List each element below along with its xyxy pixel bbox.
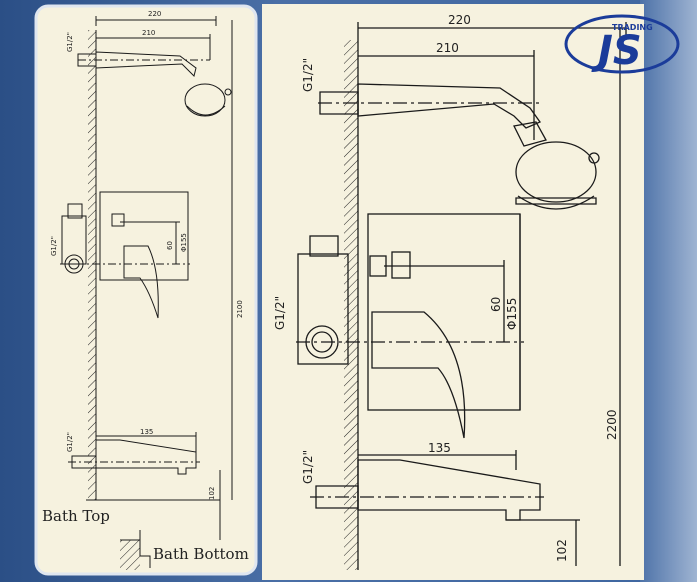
bath-top-label: Bath Top bbox=[42, 507, 110, 525]
small-g-mid: G1/2" bbox=[50, 236, 58, 256]
large-g-mid: G1/2" bbox=[273, 296, 287, 330]
small-drawing bbox=[60, 16, 233, 568]
small-dim-155: Φ155 bbox=[180, 233, 188, 252]
large-panel bbox=[262, 4, 644, 580]
small-bath-bottom-hatch bbox=[120, 540, 140, 570]
small-panel bbox=[34, 4, 258, 576]
small-dim-220: 220 bbox=[148, 10, 161, 18]
large-dim-2200: 2200 bbox=[605, 409, 619, 440]
small-dimensions: 220 210 G1/2" G1/2" 60 Φ155 2100 G1/2" 1… bbox=[50, 10, 244, 500]
background-strip bbox=[640, 0, 697, 582]
small-dim-135: 135 bbox=[140, 428, 153, 436]
small-g-bot: G1/2" bbox=[66, 432, 74, 452]
small-dim-210: 210 bbox=[142, 29, 155, 37]
large-dim-102: 102 bbox=[555, 539, 569, 562]
large-g-top: G1/2" bbox=[301, 58, 315, 92]
bath-bottom-label: Bath Bottom bbox=[153, 545, 249, 563]
logo-subtext: TRADING bbox=[612, 23, 653, 32]
large-g-bot: G1/2" bbox=[301, 450, 315, 484]
small-g-top: G1/2" bbox=[66, 32, 74, 52]
large-dim-155: Φ155 bbox=[505, 298, 519, 330]
large-drawing bbox=[296, 22, 627, 570]
small-dim-102: 102 bbox=[208, 487, 216, 500]
large-dim-210: 210 bbox=[436, 41, 459, 55]
js-trading-logo: JS TRADING bbox=[564, 14, 680, 74]
large-dim-220: 220 bbox=[448, 13, 471, 27]
large-dimensions: 220 210 G1/2" G1/2" 60 Φ155 2200 G1/2" 1… bbox=[273, 13, 619, 562]
logo-text: JS bbox=[591, 28, 642, 74]
large-dim-60: 60 bbox=[489, 297, 503, 312]
large-dim-135: 135 bbox=[428, 441, 451, 455]
small-wall bbox=[88, 30, 96, 500]
large-wall bbox=[344, 40, 358, 570]
small-dim-2100: 2100 bbox=[236, 300, 244, 318]
small-dim-60: 60 bbox=[166, 241, 174, 250]
